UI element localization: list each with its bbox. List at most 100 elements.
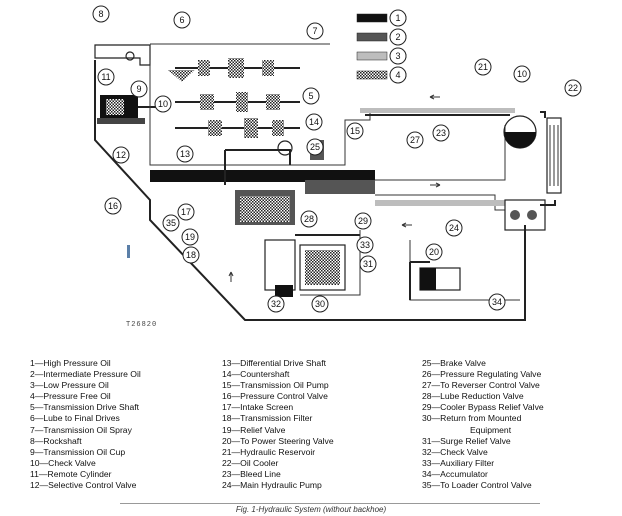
callout-34: 34 — [488, 293, 506, 311]
legend-item: 24—Main Hydraulic Pump — [222, 480, 322, 491]
svg-text:19: 19 — [185, 232, 195, 242]
callout-7: 7 — [306, 22, 324, 40]
svg-text:12: 12 — [116, 150, 126, 160]
legend-item: 17—Intake Screen — [222, 402, 294, 413]
pressure-swatch-3 — [356, 51, 388, 61]
callout-31: 31 — [359, 255, 377, 273]
legend-item: 23—Bleed Line — [222, 468, 281, 479]
svg-text:30: 30 — [315, 299, 325, 309]
svg-text:5: 5 — [308, 91, 313, 101]
svg-text:10: 10 — [158, 99, 168, 109]
callout-10: 10 — [513, 65, 531, 83]
legend-item: 13—Differential Drive Shaft — [222, 358, 326, 368]
svg-text:11: 11 — [101, 72, 110, 82]
legend-item: 26—Pressure Regulating Valve — [422, 369, 542, 380]
legend-item: 15—Transmission Oil Pump — [222, 380, 329, 391]
svg-text:8: 8 — [98, 9, 103, 19]
callout-9: 9 — [130, 80, 148, 98]
legend-item: 7—Transmission Oil Spray — [30, 424, 132, 435]
legend-item: Equipment — [470, 424, 512, 435]
callout-28: 28 — [300, 210, 318, 228]
legend-item: 8—Rockshaft — [30, 435, 82, 446]
legend-item: 30—Return from Mounted — [422, 413, 522, 424]
legend-item: 33—Auxiliary Filter — [422, 457, 495, 468]
callout-4: 4 — [389, 66, 407, 84]
svg-text:4: 4 — [395, 70, 400, 80]
svg-text:7: 7 — [312, 26, 317, 36]
svg-text:20: 20 — [429, 247, 439, 257]
legend-item: 34—Accumulator — [422, 468, 488, 479]
legend-item: 6—Lube to Final Drives — [30, 413, 120, 424]
component-legend: 1—High Pressure Oil 2—Intermediate Press… — [30, 358, 620, 498]
hydraulic-reservoir — [503, 115, 537, 149]
callout-27: 27 — [406, 131, 424, 149]
remote-cylinder — [97, 95, 160, 124]
svg-text:6: 6 — [179, 15, 184, 25]
callout-25: 25 — [306, 138, 324, 156]
svg-text:35: 35 — [166, 218, 176, 228]
figure-caption: Fig. 1-Hydraulic System (without backhoe… — [235, 505, 387, 514]
legend-item: 4—Pressure Free Oil — [30, 391, 111, 402]
svg-text:22: 22 — [568, 83, 578, 93]
legend-item: 32—Check Valve — [422, 446, 488, 457]
callout-1: 1 — [389, 9, 407, 27]
svg-text:1: 1 — [395, 13, 400, 23]
svg-text:33: 33 — [360, 240, 370, 250]
svg-text:13: 13 — [180, 149, 190, 159]
svg-text:18: 18 — [186, 250, 196, 260]
callout-23: 23 — [432, 124, 450, 142]
callout-19: 19 — [181, 228, 199, 246]
legend-item: 20—To Power Steering Valve — [222, 435, 334, 446]
pressure-swatch-1 — [356, 13, 388, 23]
legend-column-1: 1—High Pressure Oil 2—Intermediate Press… — [30, 358, 222, 498]
accumulator — [409, 261, 461, 300]
callout-20: 20 — [425, 243, 443, 261]
legend-column-3: 25—Brake Valve 26—Pressure Regulating Va… — [422, 358, 622, 498]
oil-cooler — [546, 117, 562, 194]
legend-item: 11—Remote Cylinder — [30, 468, 112, 479]
pressure-swatch-2 — [356, 32, 388, 42]
legend-item: 22—Oil Cooler — [222, 457, 279, 468]
callout-14: 14 — [305, 113, 323, 131]
legend-item: 18—Transmission Filter — [222, 413, 313, 424]
legend-item: 25—Brake Valve — [422, 358, 486, 368]
svg-text:15: 15 — [350, 126, 360, 136]
legend-item: 5—Transmission Drive Shaft — [30, 402, 140, 413]
svg-text:21: 21 — [478, 62, 488, 72]
legend-item: 31—Surge Relief Valve — [422, 435, 511, 446]
callout-2: 2 — [389, 28, 407, 46]
legend-item: 1—High Pressure Oil — [30, 358, 111, 368]
svg-text:34: 34 — [492, 297, 502, 307]
return-lines — [360, 108, 556, 211]
legend-item: 29—Cooler Bypass Relief Valve — [422, 402, 544, 413]
callout-3: 3 — [389, 47, 407, 65]
callout-21: 21 — [474, 58, 492, 76]
callout-6: 6 — [173, 11, 191, 29]
legend-item: 28—Lube Reduction Valve — [422, 391, 524, 402]
legend-item: 27—To Reverser Control Valve — [422, 380, 540, 391]
callout-18: 18 — [182, 246, 200, 264]
svg-text:25: 25 — [310, 142, 320, 152]
transmission-gears — [168, 58, 300, 138]
legend-item: 9—Transmission Oil Cup — [30, 446, 126, 457]
callout-8: 8 — [92, 5, 110, 23]
callout-12: 12 — [112, 146, 130, 164]
svg-text:28: 28 — [304, 214, 314, 224]
svg-text:16: 16 — [108, 201, 118, 211]
control-valve-group — [264, 230, 520, 301]
callout-22: 22 — [564, 79, 582, 97]
callout-15: 15 — [346, 122, 364, 140]
pressure-swatch-4 — [356, 70, 388, 80]
svg-text:9: 9 — [136, 84, 141, 94]
legend-column-2: 13—Differential Drive Shaft 14—Countersh… — [222, 358, 422, 498]
svg-text:27: 27 — [410, 135, 420, 145]
svg-text:23: 23 — [436, 128, 446, 138]
side-marker — [127, 245, 130, 258]
legend-item: 14—Countershaft — [222, 369, 290, 380]
caption-divider — [120, 503, 540, 504]
high-pressure-gallery — [150, 140, 375, 225]
svg-text:31: 31 — [363, 259, 373, 269]
reference-code: T26820 — [126, 321, 158, 329]
